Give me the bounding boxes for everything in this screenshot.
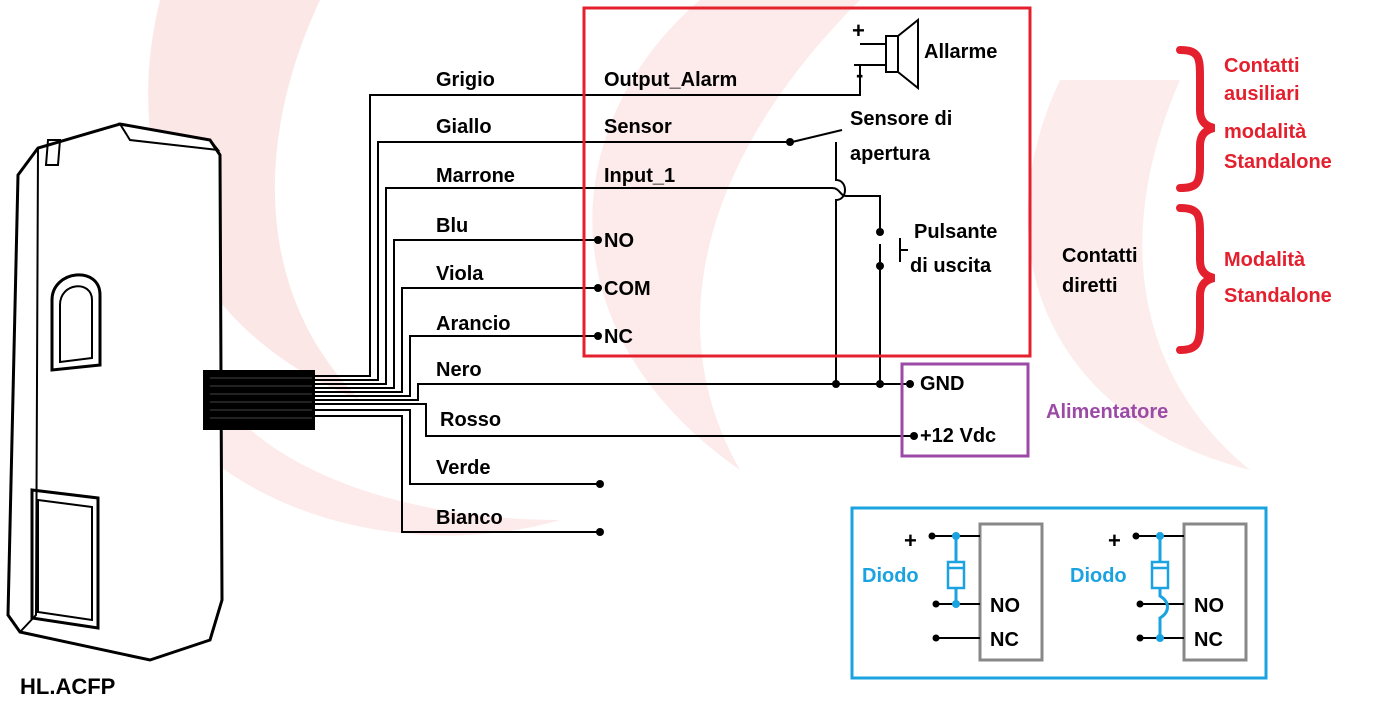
wire-rosso <box>312 403 912 437</box>
wire-blu <box>312 239 596 389</box>
wire-label: Giallo <box>436 116 492 138</box>
terminal-label: Input_1 <box>604 165 675 187</box>
brace-icon <box>1176 204 1216 354</box>
direct-label-1: Contatti <box>1062 245 1138 267</box>
brace-icon <box>1176 46 1216 192</box>
diode-symbol <box>1150 560 1170 590</box>
card-area <box>30 488 100 630</box>
sensor-switch <box>791 129 843 143</box>
diode-nc: NC <box>1194 629 1223 651</box>
wire-label: Viola <box>436 263 484 285</box>
card-reader-device: HL.ACFP <box>6 122 224 699</box>
wire-grigio <box>312 65 861 377</box>
wire-arancio <box>312 335 596 397</box>
button-label-2: di uscita <box>910 255 992 277</box>
device-label: HL.ACFP <box>20 674 115 699</box>
terminal-label: COM <box>604 278 651 300</box>
diode-label: Diodo <box>1070 565 1127 587</box>
wires <box>312 65 918 536</box>
diode-nc: NC <box>990 629 1019 651</box>
direct-label-2: diretti <box>1062 275 1118 297</box>
wire-label: Arancio <box>436 313 510 335</box>
power-supply-label: Alimentatore <box>1046 401 1168 423</box>
alarm-plus: + <box>852 18 865 43</box>
terminal-labels: Output_Alarm Sensor Input_1 NO COM NC <box>604 69 737 348</box>
standalone-box <box>582 6 1032 358</box>
terminal-label: NC <box>604 326 633 348</box>
wire-marrone <box>312 187 881 385</box>
wire-labels: Grigio Giallo Marrone Blu Viola Arancio … <box>436 69 515 529</box>
diode-symbol <box>946 560 966 590</box>
standalone-label-2: Standalone <box>1224 285 1332 307</box>
alarm-minus: - <box>856 62 863 87</box>
wire-label: Marrone <box>436 165 515 187</box>
direct-contacts-group: Contatti diretti Modalità Standalone <box>1062 204 1332 354</box>
cable-bundle <box>203 370 315 430</box>
wire-label: Bianco <box>436 507 503 529</box>
diode-no: NO <box>990 595 1020 617</box>
aux-label-4: Standalone <box>1224 151 1332 173</box>
aux-contacts-group: Contatti ausiliari modalità Standalone <box>1176 46 1332 192</box>
wire-label: Rosso <box>440 409 501 431</box>
sensor-label-1: Sensore di <box>850 108 952 130</box>
wire-bianco <box>312 415 598 533</box>
alarm-label: Allarme <box>924 41 997 63</box>
terminal-label: NO <box>604 230 634 252</box>
diode-box: + Diodo NO NC + Diodo NO NC <box>850 506 1268 680</box>
wire-label: Blu <box>436 215 468 237</box>
standalone-label-1: Modalità <box>1224 249 1306 271</box>
terminal-label: Output_Alarm <box>604 69 737 91</box>
gnd-label: GND <box>920 373 964 395</box>
wire-verde <box>312 409 598 485</box>
wire-nero <box>312 383 906 401</box>
vdc-label: +12 Vdc <box>920 425 996 447</box>
diode-label: Diodo <box>862 565 919 587</box>
button-label-1: Pulsante <box>914 221 997 243</box>
sensor-label-2: apertura <box>850 143 931 165</box>
diode-no: NO <box>1194 595 1224 617</box>
aux-label-3: modalità <box>1224 121 1307 143</box>
power-supply: GND +12 Vdc Alimentatore <box>900 362 1168 458</box>
speaker-icon <box>885 35 899 73</box>
diode-plus: + <box>1108 528 1121 553</box>
aux-label-1: Contatti <box>1224 55 1300 77</box>
aux-label-2: ausiliari <box>1224 83 1300 105</box>
fingerprint-window <box>50 273 102 372</box>
diode-plus: + <box>904 528 917 553</box>
wire-label: Nero <box>436 359 482 381</box>
wire-viola <box>312 287 596 393</box>
terminal-label: Sensor <box>604 116 672 138</box>
wire-label: Verde <box>436 457 490 479</box>
background-watermark <box>148 0 1250 536</box>
alarm-speaker: + - Allarme <box>852 17 997 91</box>
wire-label: Grigio <box>436 69 495 91</box>
